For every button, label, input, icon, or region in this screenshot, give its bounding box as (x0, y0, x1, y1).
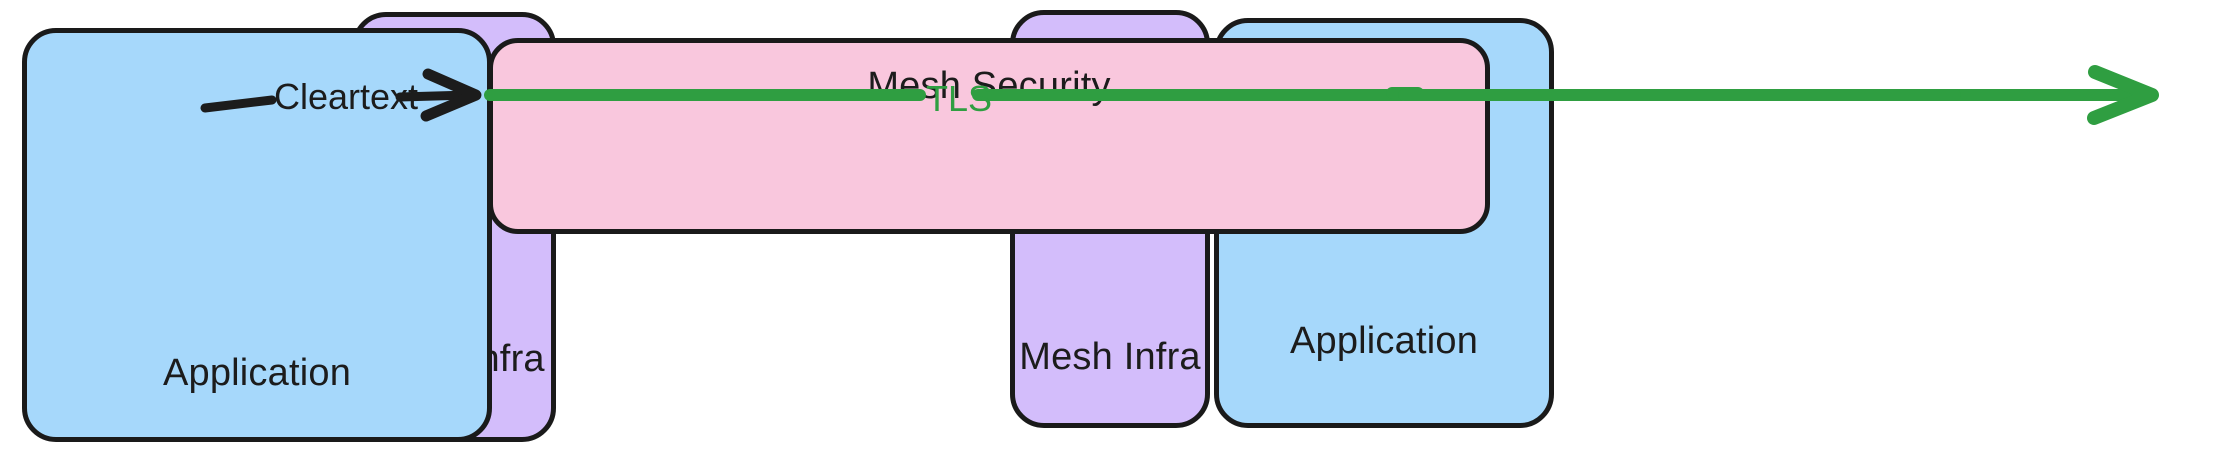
node-mesh-security[interactable]: Mesh Security (488, 38, 1490, 234)
edge-label-cleartext: Cleartext (274, 76, 419, 117)
node-application-left[interactable]: Application (22, 28, 492, 442)
tls-arrowhead-icon (2087, 65, 2159, 125)
edge-label-tls: TLS (926, 78, 993, 119)
node-label-application-right: Application (1289, 320, 1479, 362)
node-label-mesh-infra-right: Mesh Infra (1019, 336, 1201, 378)
node-label-application-left: Application (162, 352, 352, 394)
